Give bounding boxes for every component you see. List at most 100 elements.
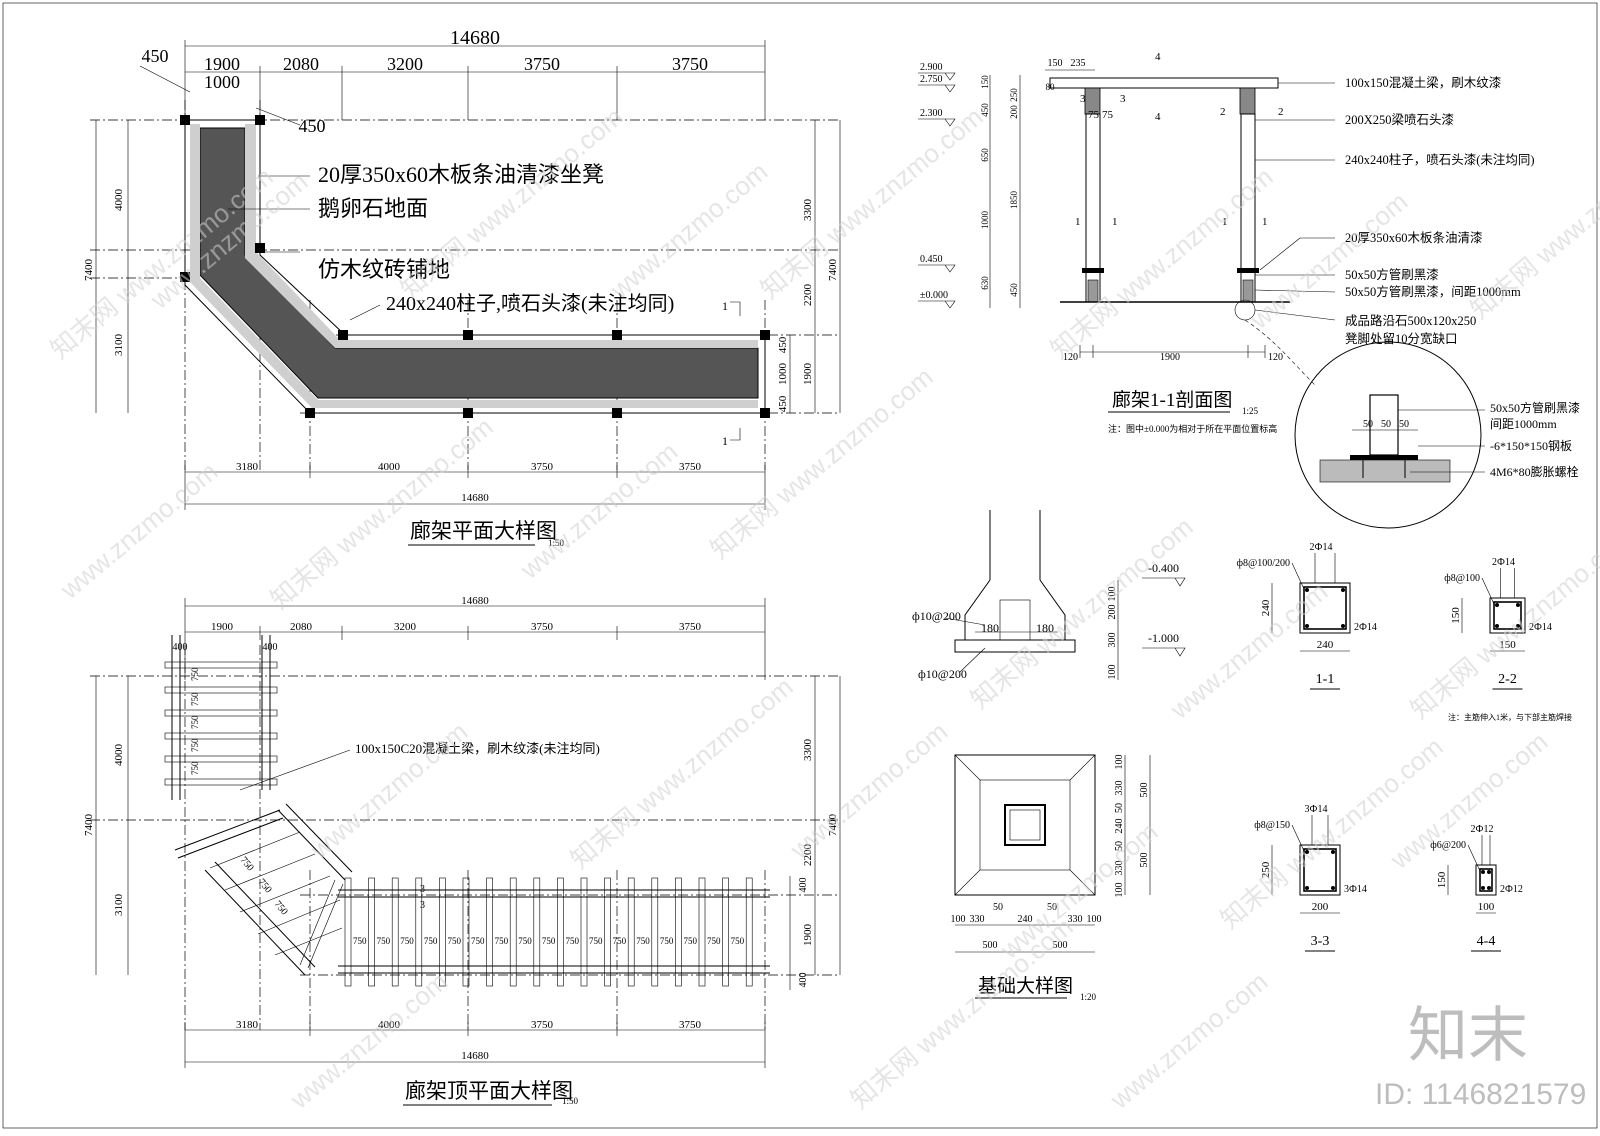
sec-bench-right: [1237, 268, 1259, 273]
section-stirrup-leader: [1291, 824, 1305, 852]
sec-detail-50c: 50: [1399, 419, 1409, 430]
sec-level-0000: ±0.000: [920, 290, 948, 301]
section-height-label: 150: [1436, 871, 1448, 888]
found-ph-330b: 330: [1068, 914, 1083, 925]
sec-mark-1c: 1: [1222, 216, 1228, 228]
section-bottom-rebar: 2Ф14: [1354, 622, 1377, 633]
roof-dim-3200: 3200: [394, 621, 417, 633]
sec-v-450b: 450: [1009, 283, 1019, 297]
section-rebar-dot: [1495, 603, 1499, 607]
section-stirrup-label: ф8@100/200: [1237, 558, 1290, 569]
found-dim-180b: 180: [1036, 621, 1054, 635]
roof-run-beam: [391, 877, 399, 987]
section-bottom-rebar: 3Ф14: [1344, 884, 1367, 895]
roof-mark-3a: 3: [420, 884, 425, 895]
found-pv-330b: 330: [1114, 861, 1125, 876]
section-stirrup: [1493, 601, 1522, 630]
section-stirrup: [1303, 586, 1347, 630]
sec-v-630: 630: [980, 276, 990, 290]
plan-columns: [180, 115, 770, 418]
watermark-text: 知末网 www.znzmo.com: [395, 101, 629, 304]
roof-run-beam: [722, 877, 729, 987]
roof-leg-spacing: 750: [190, 715, 200, 729]
found-v-200: 200: [1107, 605, 1118, 620]
plan-note-tile: 仿木纹砖铺地: [318, 257, 450, 282]
section-outline: [1475, 864, 1497, 896]
roof-leg-spacing: 750: [190, 761, 200, 775]
roof-leg-spacing: 750: [190, 738, 200, 752]
watermark-text: 知末网 www.znzmo.com: [1045, 161, 1279, 364]
brand-logo: 知末: [1408, 1002, 1528, 1069]
beam-sections: 2402402Ф14ф8@100/2002Ф141-11501502Ф14ф8@…: [1237, 542, 1552, 952]
plan-bdim-total: 14680: [461, 492, 489, 504]
section-stirrup-leader: [1291, 562, 1305, 590]
roof-dim-3750b: 3750: [679, 621, 702, 633]
plan-bdim-3750b: 3750: [679, 461, 702, 473]
roof-left-b: 3100: [113, 894, 125, 917]
roof-run-spacing: 750: [636, 936, 650, 946]
section-rebar-dot: [1341, 624, 1345, 628]
roof-right-400a: 400: [798, 878, 809, 893]
found-ph-100b: 100: [1087, 914, 1102, 925]
roof-bdim-3180: 3180: [236, 1019, 259, 1031]
section-1-1-view: 2.900 2.750 2.300 0.450 ±0.000 150 450 2…: [918, 51, 1580, 529]
roof-total-top: 14680: [461, 595, 489, 607]
section-label: 1-1: [1316, 672, 1335, 687]
plan-view: 14680 1900 2080 3200 3750 3750 450 1000 …: [83, 27, 841, 548]
roof-dim-3750a: 3750: [531, 621, 554, 633]
found-v-300: 300: [1107, 633, 1118, 648]
sec-b-120b: 120: [1268, 352, 1283, 363]
roof-leg-spacing: 750: [190, 667, 200, 681]
section-rebar-dot: [1481, 870, 1485, 874]
roof-diag-spacing-2: 750: [256, 877, 274, 896]
roof-run-beam: [533, 877, 541, 987]
section-stirrup-label: ф6@200: [1430, 840, 1466, 851]
plan-note-pebble: 鹅卵石地面: [318, 196, 428, 221]
found-ph-330a: 330: [970, 914, 985, 925]
section-rebar-dot: [1305, 588, 1309, 592]
roof-run-beam: [344, 877, 352, 987]
plan-right-c: 1900: [802, 363, 814, 386]
sec-detail-50a: 50: [1363, 419, 1373, 430]
found-pv-240: 240: [1114, 819, 1125, 834]
roof-right-a: 3300: [802, 739, 814, 762]
section-stirrup-leader: [1467, 844, 1481, 872]
sec-detail-note-bolt: 4M6*80膨胀螺栓: [1490, 464, 1579, 479]
plan-right-1000: 1000: [777, 363, 789, 386]
plan-bdim-4000: 4000: [378, 461, 401, 473]
found-pv-500b: 500: [1139, 853, 1150, 868]
sec-level-2900: 2.900: [920, 62, 943, 73]
roof-left-a: 4000: [113, 744, 125, 767]
roof-run-spacing: 750: [424, 936, 438, 946]
sec-mark-2a: 2: [1220, 106, 1226, 118]
sec-callout-beam: 100x150混凝土梁，刷木纹漆: [1345, 75, 1501, 90]
roof-run-spacing: 750: [471, 936, 485, 946]
roof-run-spacing: 750: [400, 936, 414, 946]
section-rebar-dot: [1305, 850, 1309, 854]
section-width-label: 200: [1312, 901, 1329, 913]
roof-plan-view: 14680 1900 2080 3200 3750 3750 400 400 7…: [83, 595, 841, 1106]
watermark-text: www.znzmo.com: [994, 816, 1163, 965]
section-rebar-dot: [1487, 870, 1491, 874]
watermark-text: www.znzmo.com: [604, 156, 773, 305]
roof-run-beam: [745, 877, 753, 987]
found-scale: 1:20: [1080, 992, 1097, 1002]
section-height-label: 250: [1260, 861, 1272, 878]
plan-bdim-3750a: 3750: [531, 461, 554, 473]
roof-run-beam: [698, 877, 706, 987]
found-pv-50b: 50: [1114, 841, 1125, 851]
section-top-rebar: 2Ф12: [1471, 824, 1494, 835]
watermark-text: www.znzmo.com: [1104, 966, 1273, 1115]
watermark-text: www.znzmo.com: [1244, 186, 1413, 335]
sec-callout-column: 240x240柱子，喷石头漆(未注均同): [1345, 152, 1535, 167]
sec-b-1900: 1900: [1160, 352, 1180, 363]
watermark-text: 知末网 www.znzmo.com: [265, 411, 499, 614]
section-rebar-dot: [1481, 886, 1485, 890]
watermark-text: www.znzmo.com: [784, 716, 953, 865]
roof-title: 廊架顶平面大样图: [405, 1079, 573, 1103]
section-outline: [1299, 582, 1351, 634]
sec-v-150: 150: [980, 75, 990, 89]
